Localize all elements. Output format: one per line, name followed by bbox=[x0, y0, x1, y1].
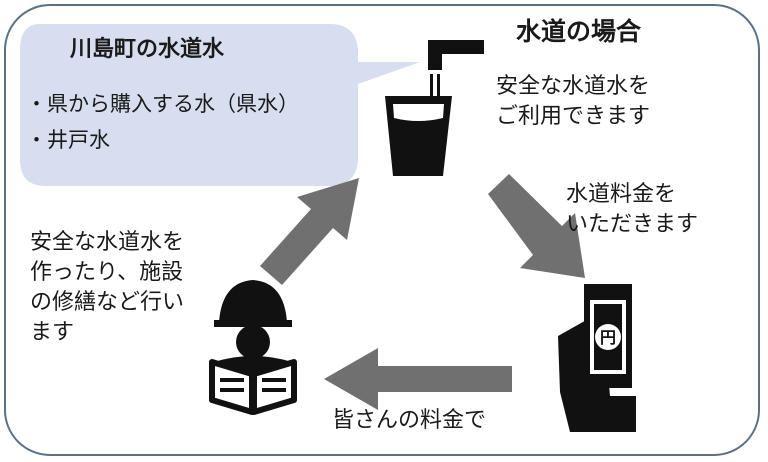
banknote-symbol: 円 bbox=[600, 328, 616, 347]
make-label: 安全な水道水を 作ったり、施設 の修繕など行い ます bbox=[30, 230, 185, 345]
arrow-to-worker bbox=[324, 348, 512, 410]
bubble-title: 川島町の水道水 bbox=[70, 37, 225, 62]
fees-label: 皆さんの料金で bbox=[332, 408, 487, 433]
arrow-to-payment bbox=[488, 174, 585, 278]
water-glass-faucet-icon bbox=[385, 40, 484, 176]
speech-bubble bbox=[20, 24, 420, 186]
charge-label: 水道料金を いただきます bbox=[566, 182, 699, 237]
worker-reading-document-icon bbox=[209, 280, 297, 415]
diagram-frame bbox=[4, 4, 760, 456]
safe-use-label: 安全な水道水を ご利用できます bbox=[496, 74, 651, 129]
bubble-item: ・井戸水 bbox=[26, 128, 110, 152]
page-title: 水道の場合 bbox=[516, 17, 642, 46]
hand-holding-banknote-icon bbox=[558, 284, 636, 432]
arrow-to-glass bbox=[260, 178, 359, 285]
bubble-item: ・県から購入する水（県水） bbox=[26, 92, 299, 116]
